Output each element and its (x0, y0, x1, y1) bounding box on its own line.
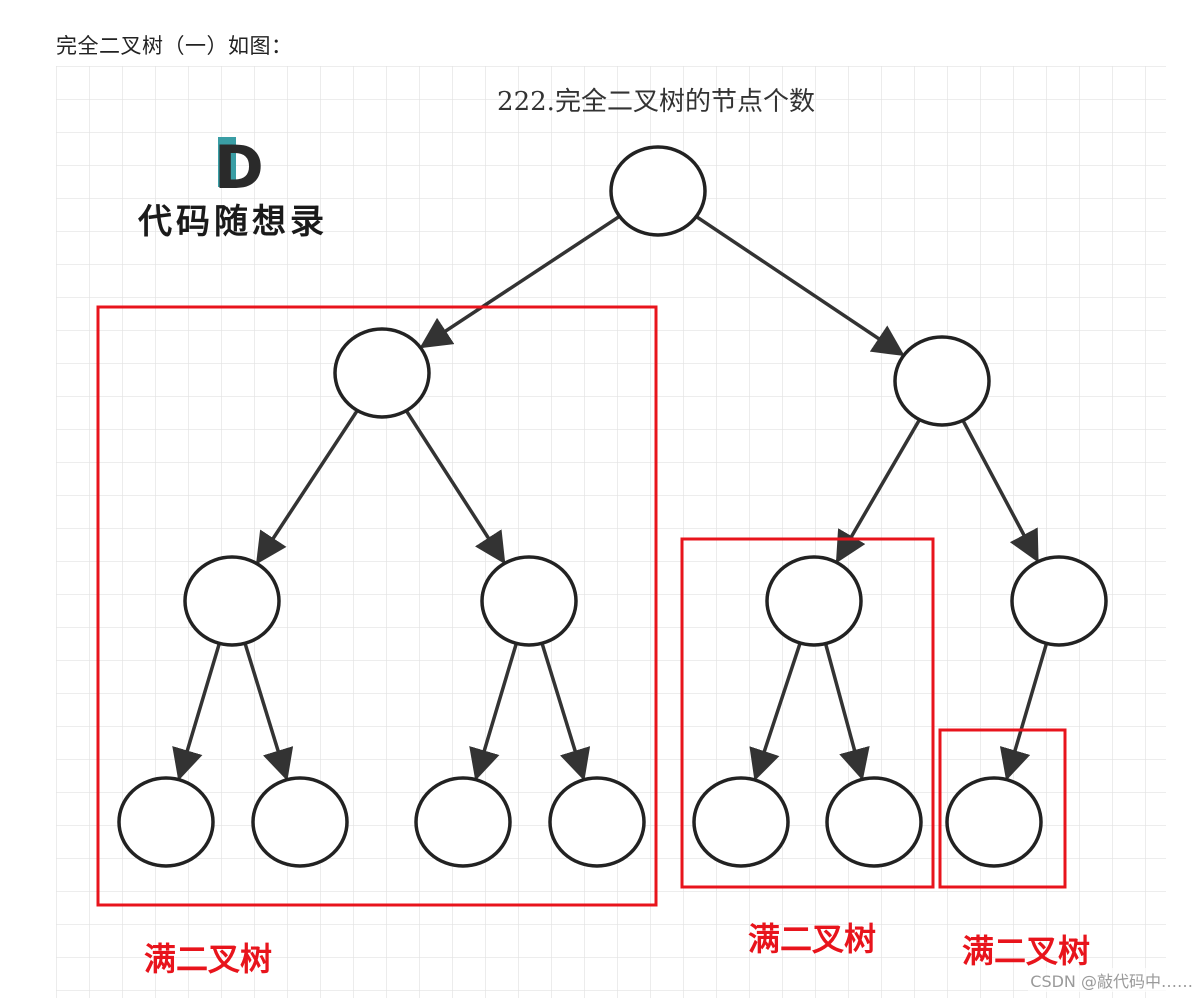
full-subtree-label-right: 满二叉树 (962, 932, 1090, 970)
logo-teal-bar (218, 137, 236, 187)
tree-node-b (893, 335, 991, 427)
full-subtree-label-middle: 满二叉树 (748, 920, 876, 958)
edge-a2-a21 (469, 642, 519, 781)
tree-nodes (117, 145, 1108, 868)
edge-a-a2 (404, 409, 506, 565)
tree-node-a11 (117, 776, 215, 868)
tree-node-a2 (480, 555, 578, 647)
tree-node-b12 (825, 776, 923, 868)
tree-edges (172, 214, 1049, 782)
edge-b1-b12 (823, 643, 870, 781)
edge-a1-a12 (243, 642, 294, 781)
diagram-title: 222.完全二叉树的节点个数 (497, 87, 815, 117)
edge-r-b (695, 215, 905, 357)
tree-node-a12 (251, 776, 349, 868)
full-subtree-box-left (96, 305, 658, 907)
logo-text: 代码随想录 (137, 202, 328, 242)
logo-letter: D (214, 133, 264, 203)
tree-node-a22 (548, 776, 646, 868)
complete-binary-tree-diagram: 222.完全二叉树的节点个数 D 代码随想录 满二叉树 满二叉树 满二叉树 (56, 66, 1166, 998)
page-heading: 完全二叉树（一）如图： (56, 34, 293, 58)
edge-a2-a22 (540, 642, 591, 781)
full-subtree-box-middle (680, 537, 935, 889)
edge-b2-b21 (999, 642, 1049, 781)
edge-b-b1 (835, 418, 922, 564)
tree-node-r (609, 145, 707, 237)
full-subtree-box-right (938, 728, 1067, 889)
tree-node-b1 (765, 555, 863, 647)
logo: D 代码随想录 (137, 133, 328, 242)
edge-r-a (419, 214, 621, 349)
edge-a-a1 (256, 409, 359, 565)
watermark: CSDN @敲代码中…… (1028, 968, 1195, 992)
tree-node-b11 (692, 776, 790, 868)
tree-node-b2 (1010, 555, 1108, 647)
full-subtree-label-left: 满二叉树 (144, 940, 272, 978)
edge-b1-b11 (749, 642, 802, 782)
tree-node-a1 (183, 555, 281, 647)
tree-node-a (333, 327, 431, 419)
edge-a1-a11 (172, 642, 222, 781)
tree-figure: 222.完全二叉树的节点个数 D 代码随想录 满二叉树 满二叉树 满二叉树 (56, 66, 1166, 998)
tree-node-a21 (414, 776, 512, 868)
edge-b-b2 (961, 419, 1039, 563)
tree-node-b21 (945, 776, 1043, 868)
